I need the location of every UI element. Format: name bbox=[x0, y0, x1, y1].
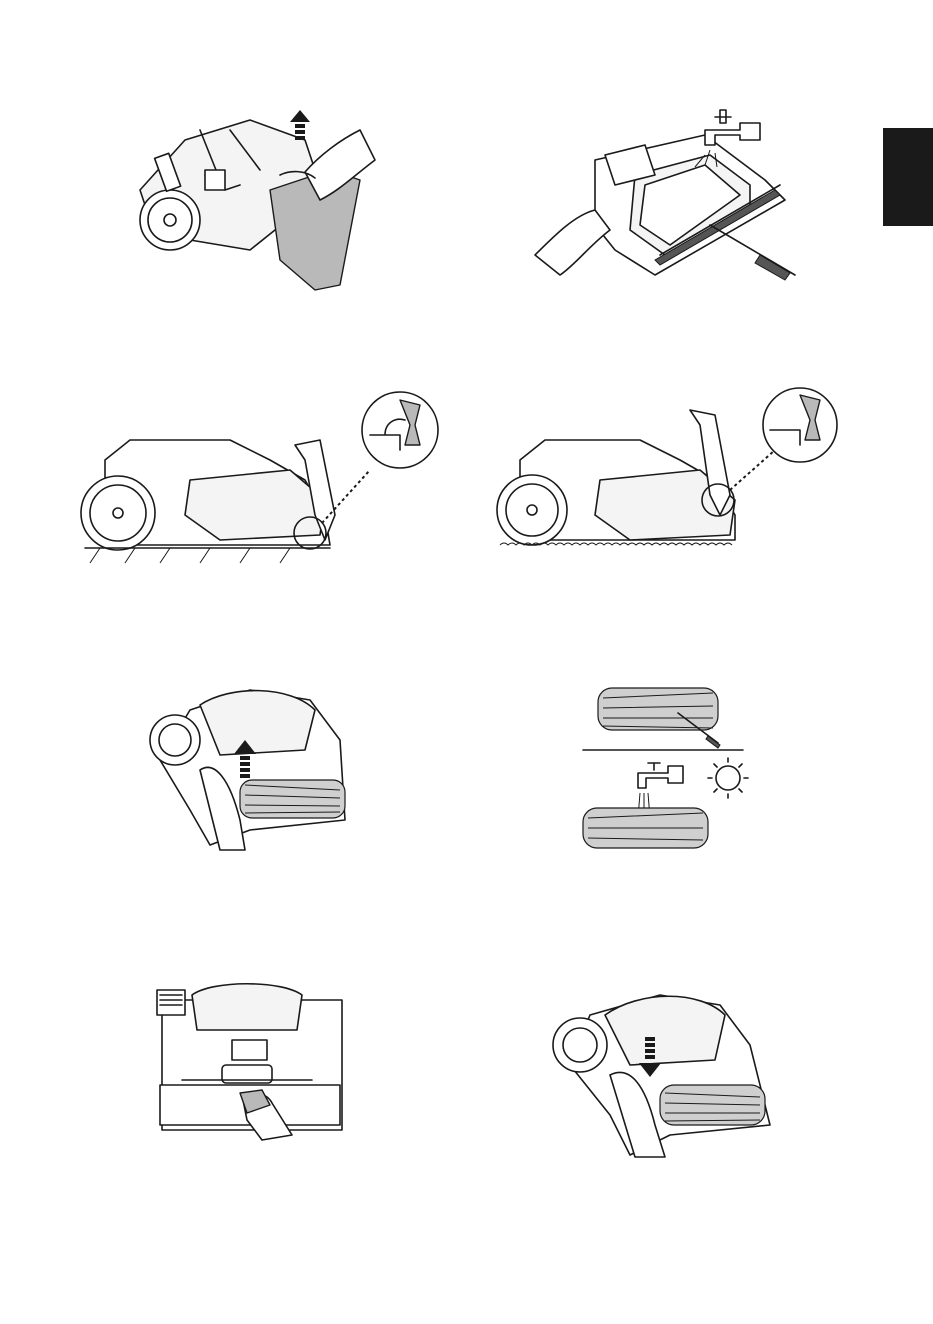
language-tab bbox=[883, 128, 933, 226]
figure-clean-and-dry-brush bbox=[578, 678, 758, 858]
zoom-circle bbox=[763, 388, 837, 462]
faucet-icon bbox=[638, 763, 683, 788]
figure-latch-on-hard-floor bbox=[70, 385, 455, 570]
figure-latch-on-carpet bbox=[490, 385, 840, 555]
figure-rinse-filter-frame bbox=[535, 105, 800, 295]
figure-reinstall-brush-roll bbox=[550, 985, 780, 1160]
brush-roll bbox=[583, 808, 708, 848]
figure-wipe-brush-housing bbox=[152, 985, 347, 1145]
figure-lift-brush-roll bbox=[140, 680, 370, 855]
brush-roll bbox=[598, 688, 718, 730]
figure-remove-filter-cover bbox=[130, 100, 380, 295]
zoom-circle bbox=[362, 392, 438, 468]
faucet-icon bbox=[705, 110, 760, 145]
sun-icon bbox=[708, 758, 748, 798]
